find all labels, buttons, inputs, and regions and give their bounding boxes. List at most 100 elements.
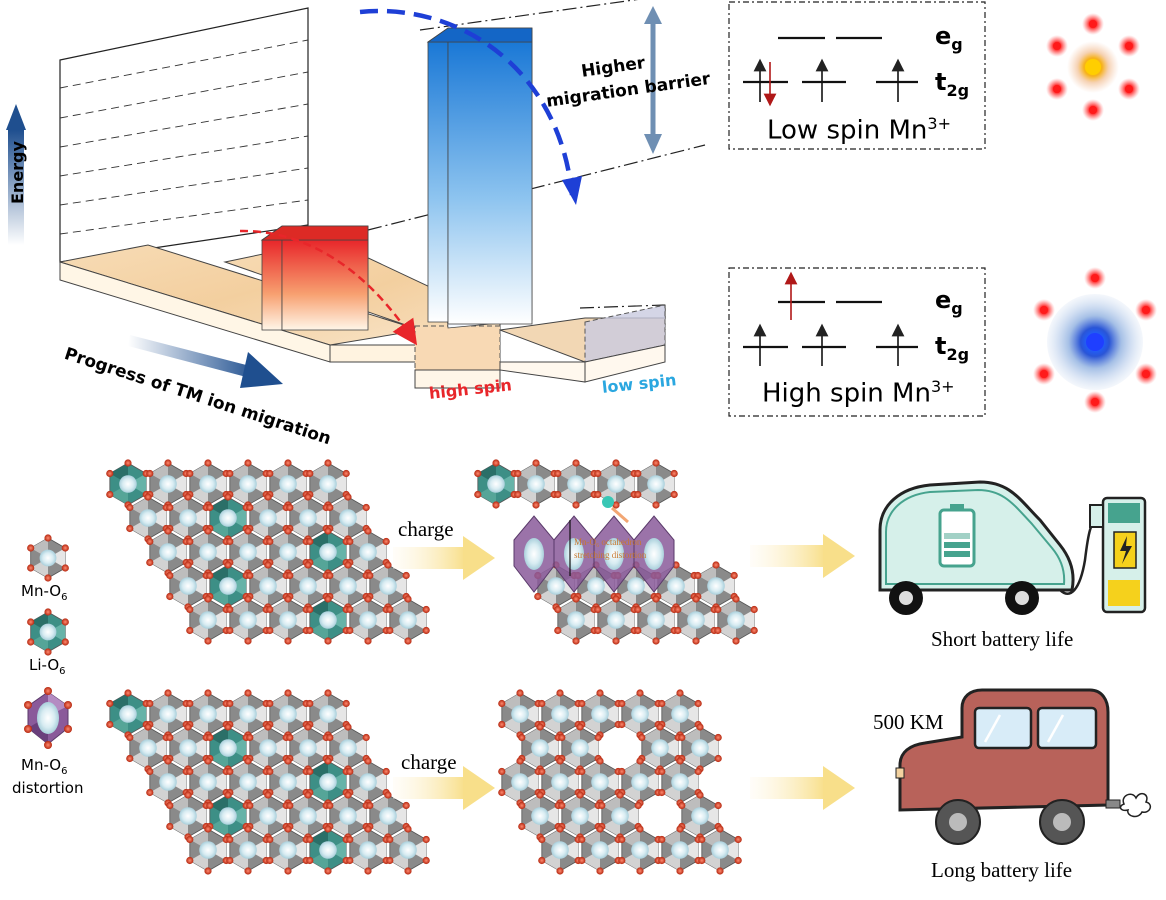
octahedron [27,608,69,656]
legend-li-o6-sub: 6 [59,666,66,677]
octahedron [346,595,390,645]
legend-distortion-main: Mn-O [21,756,62,774]
long-battery-life-label: Long battery life [931,858,1073,882]
legend-li-o6-label: Li-O6 [29,656,66,677]
octahedron [246,791,290,841]
octahedron [598,791,642,841]
octahedron [578,825,622,875]
octahedron [126,723,170,773]
high-spin-title-sup: 3+ [930,377,955,396]
low-spin-t2g-label: t2g [935,68,969,100]
legend-distortion-icon [24,687,72,749]
result-arrow-bottom [750,766,855,810]
low-spin-eg-sub: g [951,34,963,54]
lattice-top-pristine [106,459,430,645]
high-spin-t2g-sub: 2g [946,344,970,364]
charge-label-top: charge [398,517,454,541]
octahedron [654,561,698,611]
octahedron [634,595,678,645]
octahedron [514,459,558,509]
octahedron [386,825,430,875]
octahedron [206,561,250,611]
charge-label-bottom: charge [401,750,457,774]
low-spin-ion-icon [1046,13,1140,121]
low-spin-orbital-diagram [728,1,986,150]
octahedron [146,757,190,807]
octahedron [27,534,69,582]
progress-axis-arrow [128,335,283,388]
octahedron [366,561,410,611]
octahedron [146,459,190,509]
octahedron [326,791,370,841]
octahedron [266,757,310,807]
distance-label: 500 KM [873,710,944,734]
high-spin-t2g-label: t2g [935,332,969,364]
octahedron [518,723,562,773]
octahedron [474,459,518,509]
octahedron [618,689,662,739]
low-spin-title-main: Low spin Mn [767,115,928,146]
charge-arrow-bottom [393,766,495,810]
octahedron [498,689,542,739]
octahedron [146,527,190,577]
high-spin-eg-label: eg [935,286,963,318]
distortion-overlay [513,496,675,593]
octahedron [326,561,370,611]
legend-distortion-label-2: distortion [12,779,84,797]
legend-mn-o6-main: Mn-O [21,582,62,600]
charge-arrow-top [393,536,495,580]
legend-mn-o6-label: Mn-O6 [21,582,67,603]
octahedron [306,689,350,739]
legend-li-o6-main: Li-O [29,656,60,674]
octahedron [578,689,622,739]
high-spin-eg-main: e [935,286,952,314]
result-arrow-top [750,534,855,578]
octahedron [186,689,230,739]
octahedron [286,723,330,773]
octahedron [266,595,310,645]
distortion-annotation-2: stretching distortion [574,550,647,560]
octahedron [674,595,718,645]
octahedron [246,561,290,611]
energy-landscape [6,0,706,389]
octahedron [166,791,210,841]
distortion-annotation-1: Mn-O₆ octahedron [574,537,642,547]
octahedron [186,825,230,875]
high-spin-title: High spin Mn3+ [762,377,955,409]
low-spin-title-sup: 3+ [927,114,951,133]
short-battery-life-label: Short battery life [931,627,1074,651]
electric-car-icon [878,480,1147,615]
octahedron [206,723,250,773]
octahedron [694,561,738,611]
barrier-arrow [644,6,662,154]
low-spin-t2g-main: t [935,68,947,96]
low-spin-t2g-sub: 2g [946,80,970,100]
octahedron [618,825,662,875]
octahedron [386,595,430,645]
octahedron [326,723,370,773]
octahedron [306,825,350,875]
energy-axis-arrow [6,104,26,245]
high-spin-ion-icon [1033,267,1157,413]
legend-mn-o6-icon [27,534,69,582]
octahedron [594,595,638,645]
octahedron [558,791,602,841]
octahedron [698,825,742,875]
low-spin-title: Low spin Mn3+ [767,114,951,146]
octahedron [126,493,170,543]
low-spin-eg-label: eg [935,22,963,54]
legend-distortion-sub: 6 [61,766,68,777]
high-spin-orbital-diagram [728,267,986,417]
low-spin-eg-main: e [935,22,952,50]
octahedron [678,723,722,773]
octahedron [306,595,350,645]
high-spin-eg-sub: g [951,298,963,318]
octahedron [346,527,390,577]
octahedron [594,459,638,509]
octahedron [558,723,602,773]
high-spin-title-main: High spin Mn [762,378,931,409]
legend-mn-o6-sub: 6 [61,592,68,603]
energy-axis-label: Energy [8,141,27,204]
lattice-bottom-pristine [106,689,430,875]
octahedron [306,757,350,807]
